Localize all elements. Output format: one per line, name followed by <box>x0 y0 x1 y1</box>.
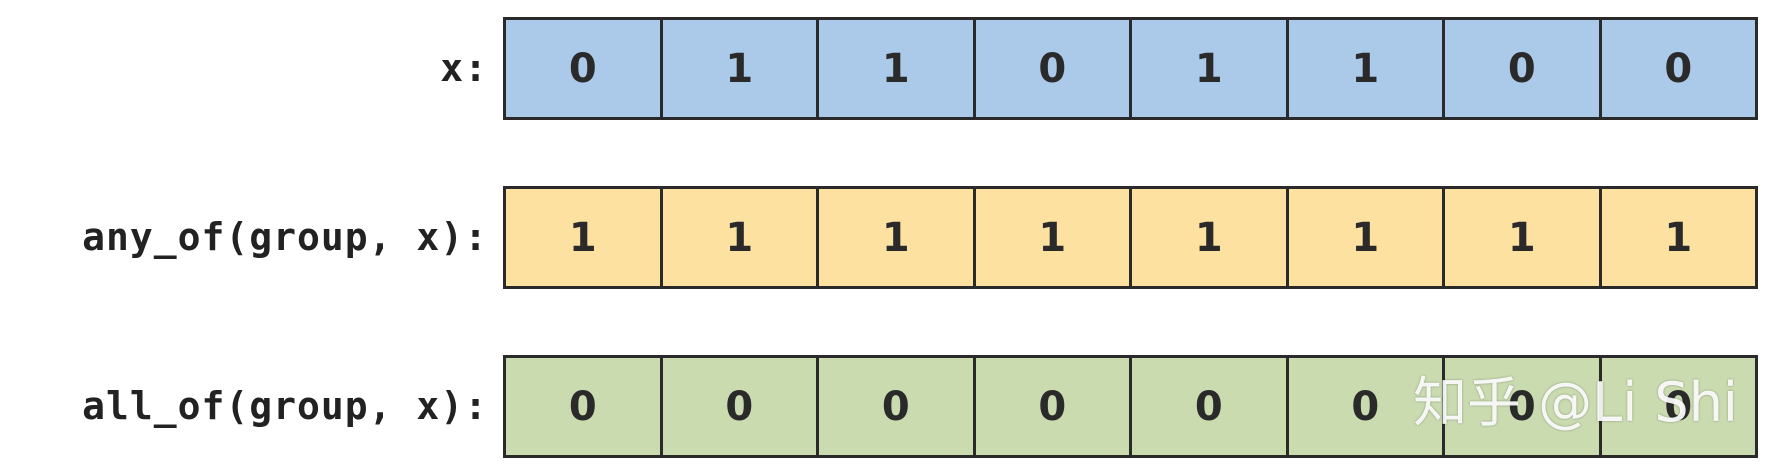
bit-cell: 1 <box>662 189 819 286</box>
bit-cell: 1 <box>1132 189 1289 286</box>
bit-cell: 0 <box>975 358 1132 455</box>
bit-cell: 0 <box>1601 358 1755 455</box>
bit-cell: 1 <box>1288 20 1445 117</box>
bit-cell: 1 <box>1445 189 1602 286</box>
bit-cell: 0 <box>506 20 663 117</box>
bit-cell: 0 <box>1445 358 1602 455</box>
bit-cell: 1 <box>1288 189 1445 286</box>
bit-cell: 1 <box>1601 189 1755 286</box>
bit-cell: 0 <box>819 358 976 455</box>
row-label-any-of: any_of(group, x): <box>82 215 488 259</box>
bit-cell: 0 <box>1445 20 1602 117</box>
bit-cell: 0 <box>1288 358 1445 455</box>
bit-cell: 1 <box>819 20 976 117</box>
row-label-x: x: <box>440 46 488 90</box>
bit-cell: 0 <box>1132 358 1289 455</box>
bit-cell: 1 <box>1132 20 1289 117</box>
bit-cell: 0 <box>662 358 819 455</box>
bit-cell: 1 <box>662 20 819 117</box>
bit-cell: 0 <box>975 20 1132 117</box>
row-label-all-of: all_of(group, x): <box>82 384 488 428</box>
bit-cell: 0 <box>1601 20 1755 117</box>
bit-cell: 1 <box>819 189 976 286</box>
bit-cell: 1 <box>506 189 663 286</box>
bit-cell: 1 <box>975 189 1132 286</box>
bit-cell: 0 <box>506 358 663 455</box>
